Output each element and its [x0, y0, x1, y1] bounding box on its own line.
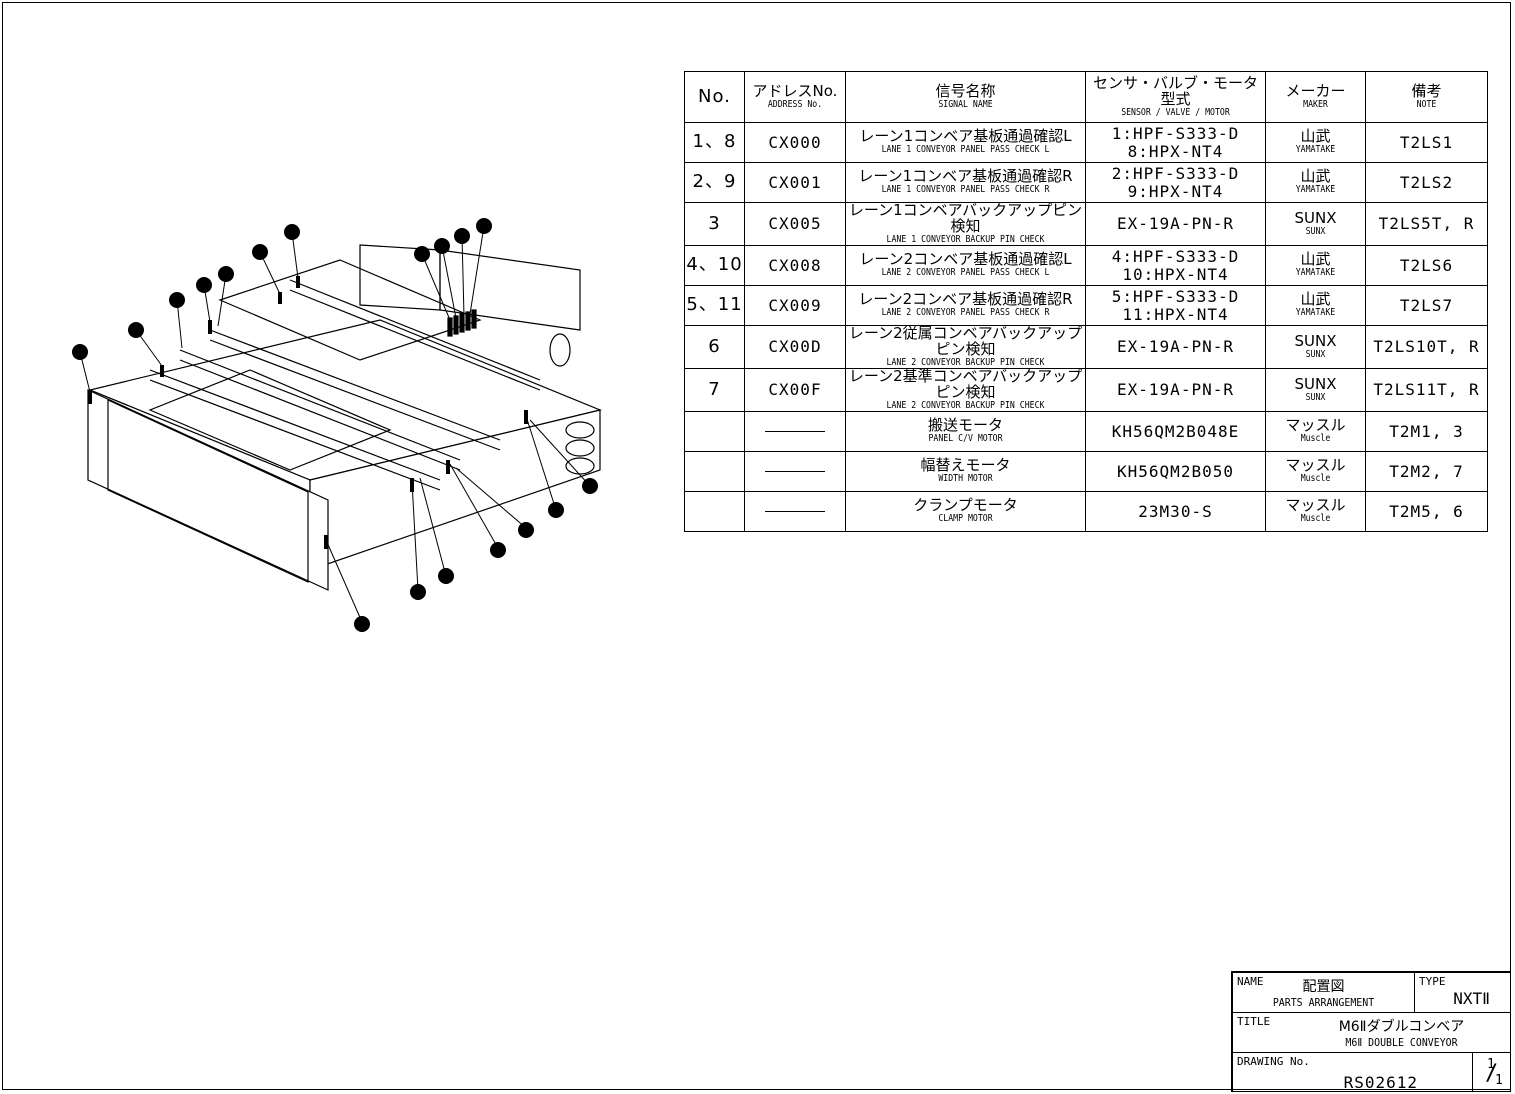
- cell-address: CX009: [744, 285, 846, 326]
- cell-note: T2M5, 6: [1365, 491, 1488, 532]
- conveyor-isometric-illustration: [72, 218, 602, 632]
- title-cell: TITLE M6Ⅱダブルコンベア M6Ⅱ DOUBLE CONVEYOR: [1232, 1012, 1511, 1053]
- drawing-no: RS02612: [1343, 1073, 1418, 1092]
- cell-address: CX005: [744, 202, 846, 246]
- cell-note: T2LS6: [1365, 245, 1488, 286]
- cell-note: T2LS1: [1365, 122, 1488, 163]
- cell-note: T2LS11T, R: [1365, 368, 1488, 412]
- name-jp: 配置図: [1302, 979, 1345, 995]
- cell-no: 6: [684, 325, 745, 369]
- cell-note: T2M2, 7: [1365, 451, 1488, 492]
- cell-model: KH56QM2B050: [1085, 451, 1266, 492]
- name-en: PARTS ARRANGEMENT: [1272, 996, 1375, 1009]
- cell-model: EX-19A-PN-R: [1085, 325, 1266, 369]
- cell-model: KH56QM2B048E: [1085, 411, 1266, 452]
- empty-address-dash: [765, 431, 825, 433]
- cell-no: 4、10: [684, 245, 745, 286]
- empty-address-dash: [765, 471, 825, 473]
- cell-note: T2LS7: [1365, 285, 1488, 326]
- cell-note: T2M1, 3: [1365, 411, 1488, 452]
- cell-no: 3: [684, 202, 745, 246]
- cell-note: T2LS10T, R: [1365, 325, 1488, 369]
- cell-model: EX-19A-PN-R: [1085, 202, 1266, 246]
- cell-address: [744, 411, 846, 452]
- cell-no: 1、8: [684, 122, 745, 163]
- type-value: NXTⅡ: [1453, 989, 1490, 1008]
- sheet-number: 1: [1487, 1057, 1495, 1072]
- cell-address: CX008: [744, 245, 846, 286]
- type-cell: TYPE NXTⅡ: [1414, 972, 1511, 1013]
- cell-address: [744, 491, 846, 532]
- sheet-total: 1: [1495, 1073, 1503, 1088]
- cell-note: T2LS2: [1365, 162, 1488, 203]
- cell-no: 2、9: [684, 162, 745, 203]
- sheet-cell: 1 / 1: [1472, 1052, 1511, 1092]
- cell-address: CX001: [744, 162, 846, 203]
- cell-address: CX00D: [744, 325, 846, 369]
- title-jp: M6Ⅱダブルコンベア: [1338, 1019, 1465, 1035]
- cell-address: CX000: [744, 122, 846, 163]
- name-cell: NAME 配置図 PARTS ARRANGEMENT: [1232, 972, 1415, 1013]
- cell-no: [684, 451, 745, 492]
- cell-model: EX-19A-PN-R: [1085, 368, 1266, 412]
- empty-address-dash: [765, 511, 825, 513]
- drawing-no-cell: DRAWING No. RS02612: [1232, 1052, 1473, 1092]
- cell-no: [684, 411, 745, 452]
- cell-note: T2LS5T, R: [1365, 202, 1488, 246]
- title-block: NAME 配置図 PARTS ARRANGEMENT TYPE NXTⅡ TIT…: [1231, 971, 1511, 1092]
- header-no: No.: [684, 71, 745, 123]
- header-address: アドレスNo.ADDRESS No.: [744, 71, 846, 123]
- cell-address: CX00F: [744, 368, 846, 412]
- sheet-slash: /: [1485, 1061, 1499, 1086]
- cell-no: 5、11: [684, 285, 745, 326]
- cell-no: 7: [684, 368, 745, 412]
- cell-address: [744, 451, 846, 492]
- title-en: M6Ⅱ DOUBLE CONVEYOR: [1345, 1036, 1458, 1049]
- cell-model: 23M30-S: [1085, 491, 1266, 532]
- cell-no: [684, 491, 745, 532]
